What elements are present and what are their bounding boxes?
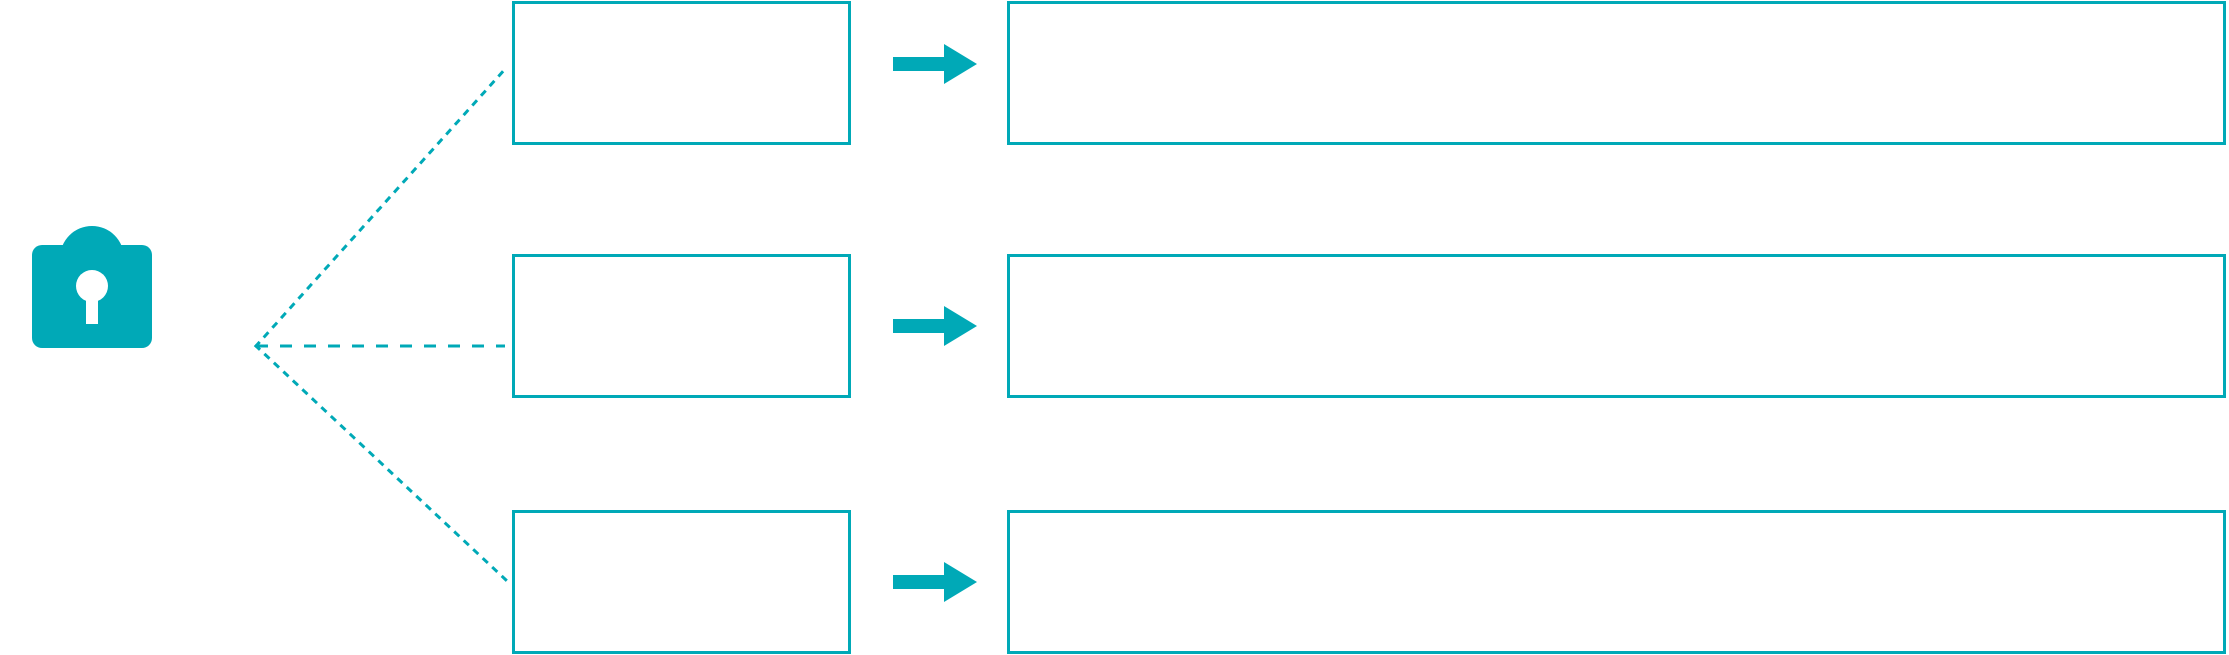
output-box-label <box>1010 513 2223 541</box>
arrow-right-icon <box>893 562 977 602</box>
output-box-row-3[interactable] <box>1007 510 2226 654</box>
lock-icon <box>22 208 172 358</box>
input-box-row-1[interactable] <box>512 1 851 145</box>
output-box-label <box>1010 4 2223 32</box>
input-box-label <box>515 4 848 32</box>
input-box-label <box>515 257 848 285</box>
diagram-row <box>0 254 2229 399</box>
output-box-label <box>1010 257 2223 285</box>
output-box-row-2[interactable] <box>1007 254 2226 398</box>
input-box-label <box>515 513 848 541</box>
input-box-row-3[interactable] <box>512 510 851 654</box>
input-box-row-2[interactable] <box>512 254 851 398</box>
arrow-right-icon <box>893 306 977 346</box>
arrow-right-icon <box>893 44 977 84</box>
diagram-row <box>0 0 2229 150</box>
output-box-row-1[interactable] <box>1007 1 2226 145</box>
diagram-row <box>0 510 2229 655</box>
